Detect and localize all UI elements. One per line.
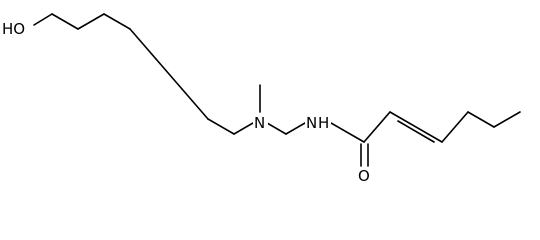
- bond-c3-c4-ene: [441, 111, 469, 143]
- amine-nitrogen-label: N: [254, 114, 265, 132]
- bond-c5-c6: [155, 58, 183, 90]
- bond-c2-c3-double-outer: [389, 111, 443, 143]
- bond-n-ch2: [266, 122, 287, 135]
- amide-hydrogen-label: H: [318, 114, 329, 132]
- amide-nitrogen-label: N: [306, 114, 317, 132]
- bond-c4-c5-ene: [467, 111, 495, 128]
- molecule-structure: HO N N H O: [2, 13, 521, 185]
- bond-c2-c3-double-inner: [397, 120, 435, 143]
- bond-c5-c6-ene: [493, 111, 521, 128]
- bond-ch2-nh: [285, 122, 306, 135]
- atom-labels: HO N N H O: [2, 20, 372, 185]
- bond-c6-c7: [181, 88, 209, 120]
- bond-c2-c3: [77, 13, 105, 30]
- hydroxyl-label: HO: [2, 20, 25, 38]
- bond-c3-c4: [103, 13, 131, 30]
- bond-carbonyl-c2: [363, 111, 391, 143]
- bond-o-c1: [33, 13, 53, 26]
- bond-c7-c8: [207, 118, 235, 135]
- bond-c8-n: [233, 122, 254, 135]
- bond-c1-c2: [51, 13, 79, 30]
- carbonyl-oxygen-label: O: [358, 167, 370, 185]
- bond-set: [33, 13, 521, 167]
- bond-c4-c5: [129, 28, 157, 60]
- bond-nh-carbonyl: [330, 122, 365, 143]
